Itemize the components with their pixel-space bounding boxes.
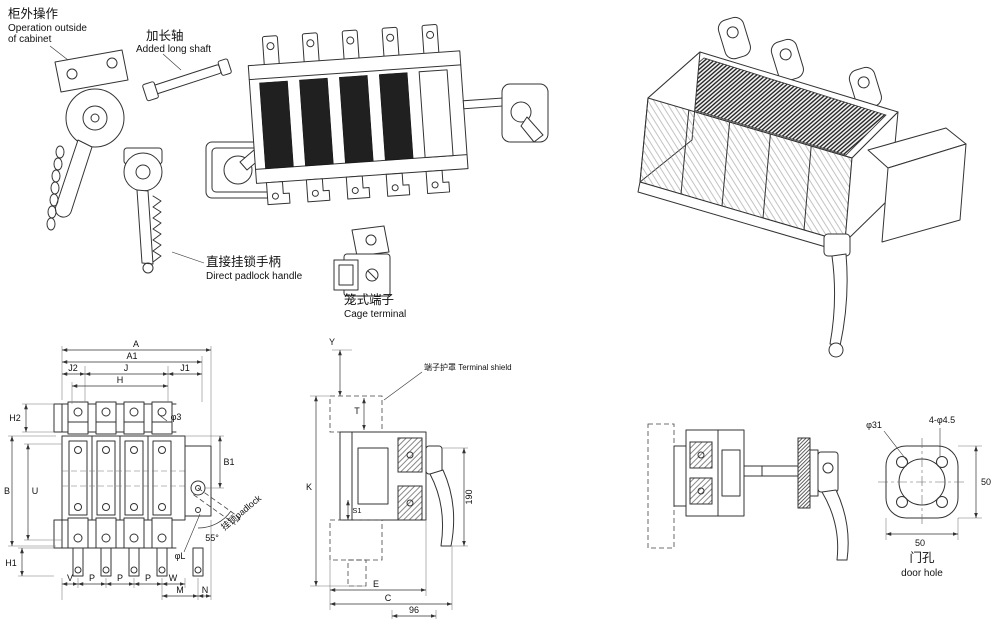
dim-label-190: 190	[464, 489, 474, 504]
dim-label-H1: H1	[5, 558, 17, 568]
dim-label-96: 96	[409, 605, 419, 615]
padlock-note: 挂锁padlock	[218, 492, 263, 532]
dim-label-P: P	[145, 573, 151, 583]
mounting-bracket	[717, 16, 751, 60]
dim-label-phi3: φ3	[171, 412, 182, 422]
label-padlock-handle-en: Direct padlock handle	[206, 271, 303, 282]
leader-operation	[49, 45, 69, 61]
side-view-dimensions	[314, 350, 466, 618]
terminal-shield-label: 端子护罩 Terminal shield	[424, 362, 512, 372]
front-view-drawing	[53, 401, 241, 577]
dim-label-angle-55: 55°	[205, 533, 219, 543]
dim-label-J: J	[124, 363, 129, 373]
operation-handle-assembly	[46, 49, 129, 231]
dim-label-J1: J1	[180, 363, 190, 373]
dim-label-Y: Y	[329, 337, 335, 347]
side-view-drawing	[329, 395, 455, 587]
dim-label-T: T	[354, 406, 360, 416]
padlock-position-handle	[193, 487, 241, 529]
dim-label-P: P	[89, 573, 95, 583]
label-padlock-handle-cn: 直接挂锁手柄	[206, 254, 281, 269]
dim-label-U: U	[32, 486, 39, 496]
side-handle	[429, 469, 455, 547]
door-panel-dashed	[647, 423, 675, 549]
direct-padlock-handle	[123, 147, 163, 274]
dim-label-B: B	[4, 486, 10, 496]
front-view: A A1 J2 J J1 H H2 B U H1 V P P P W M N B…	[4, 339, 263, 600]
handle-chain	[46, 145, 65, 231]
dim-label-width-50: 50	[915, 538, 925, 548]
dim-label-S1: S1	[352, 506, 361, 515]
label-operation-en1: Operation outside	[8, 23, 87, 34]
dim-label-H2: H2	[9, 413, 21, 423]
mounting-bracket	[770, 38, 804, 82]
dim-label-N: N	[202, 585, 209, 595]
shaft-side-view	[647, 423, 849, 561]
dim-label-A: A	[133, 339, 139, 349]
shaft-coupling	[501, 83, 549, 143]
side-view-extensions	[310, 349, 468, 619]
door-section	[797, 437, 811, 509]
label-operation-en2: of cabinet	[8, 34, 52, 45]
door-hole-label-en: door hole	[901, 568, 943, 579]
dim-label-C: C	[385, 593, 392, 603]
dim-label-phiL: φL	[175, 551, 186, 561]
door-hole-view: φ31 4-φ4.5 50 50 门孔 door hole	[866, 415, 991, 579]
label-cage-terminal-cn: 笼式端子	[344, 292, 394, 307]
dim-label-V: V	[67, 573, 73, 583]
dim-label-J2: J2	[68, 363, 78, 373]
external-handle	[821, 489, 849, 561]
switch-body	[247, 24, 507, 206]
dim-label-M: M	[176, 585, 184, 595]
dim-label-4-phi45: 4-φ4.5	[929, 415, 955, 425]
iso-handle	[823, 233, 851, 358]
door-hole-label-cn: 门孔	[909, 550, 935, 565]
mechanism-front	[881, 143, 967, 243]
label-long-shaft-en: Added long shaft	[136, 44, 211, 55]
terminal-shield-bottom	[329, 519, 383, 561]
long-shaft	[142, 58, 232, 102]
dim-label-A1: A1	[126, 351, 137, 361]
side-view: Y K T S1 190 E C 96 端子护罩 Terminal shield	[306, 337, 512, 619]
dim-label-H: H	[117, 375, 124, 385]
exploded-view: 柜外操作 Operation outside of cabinet 加长轴 Ad…	[8, 6, 549, 320]
label-operation-cn: 柜外操作	[8, 6, 59, 21]
front-view-dimensions	[10, 348, 222, 598]
dim-label-height-50: 50	[981, 477, 991, 487]
dim-label-K: K	[306, 482, 312, 492]
dim-label-phi31: φ31	[866, 420, 882, 430]
dim-label-E: E	[373, 579, 379, 589]
isometric-view	[637, 16, 967, 358]
dim-label-P: P	[117, 573, 123, 583]
label-long-shaft-cn: 加长轴	[146, 28, 184, 43]
leader-padlock-handle	[171, 251, 205, 264]
dim-label-W: W	[169, 573, 178, 583]
cage-terminal-part	[333, 225, 391, 297]
label-cage-terminal-en: Cage terminal	[344, 309, 406, 320]
extension-shaft	[743, 465, 799, 477]
leader-long-shaft	[162, 53, 182, 71]
dim-label-B1: B1	[223, 457, 234, 467]
